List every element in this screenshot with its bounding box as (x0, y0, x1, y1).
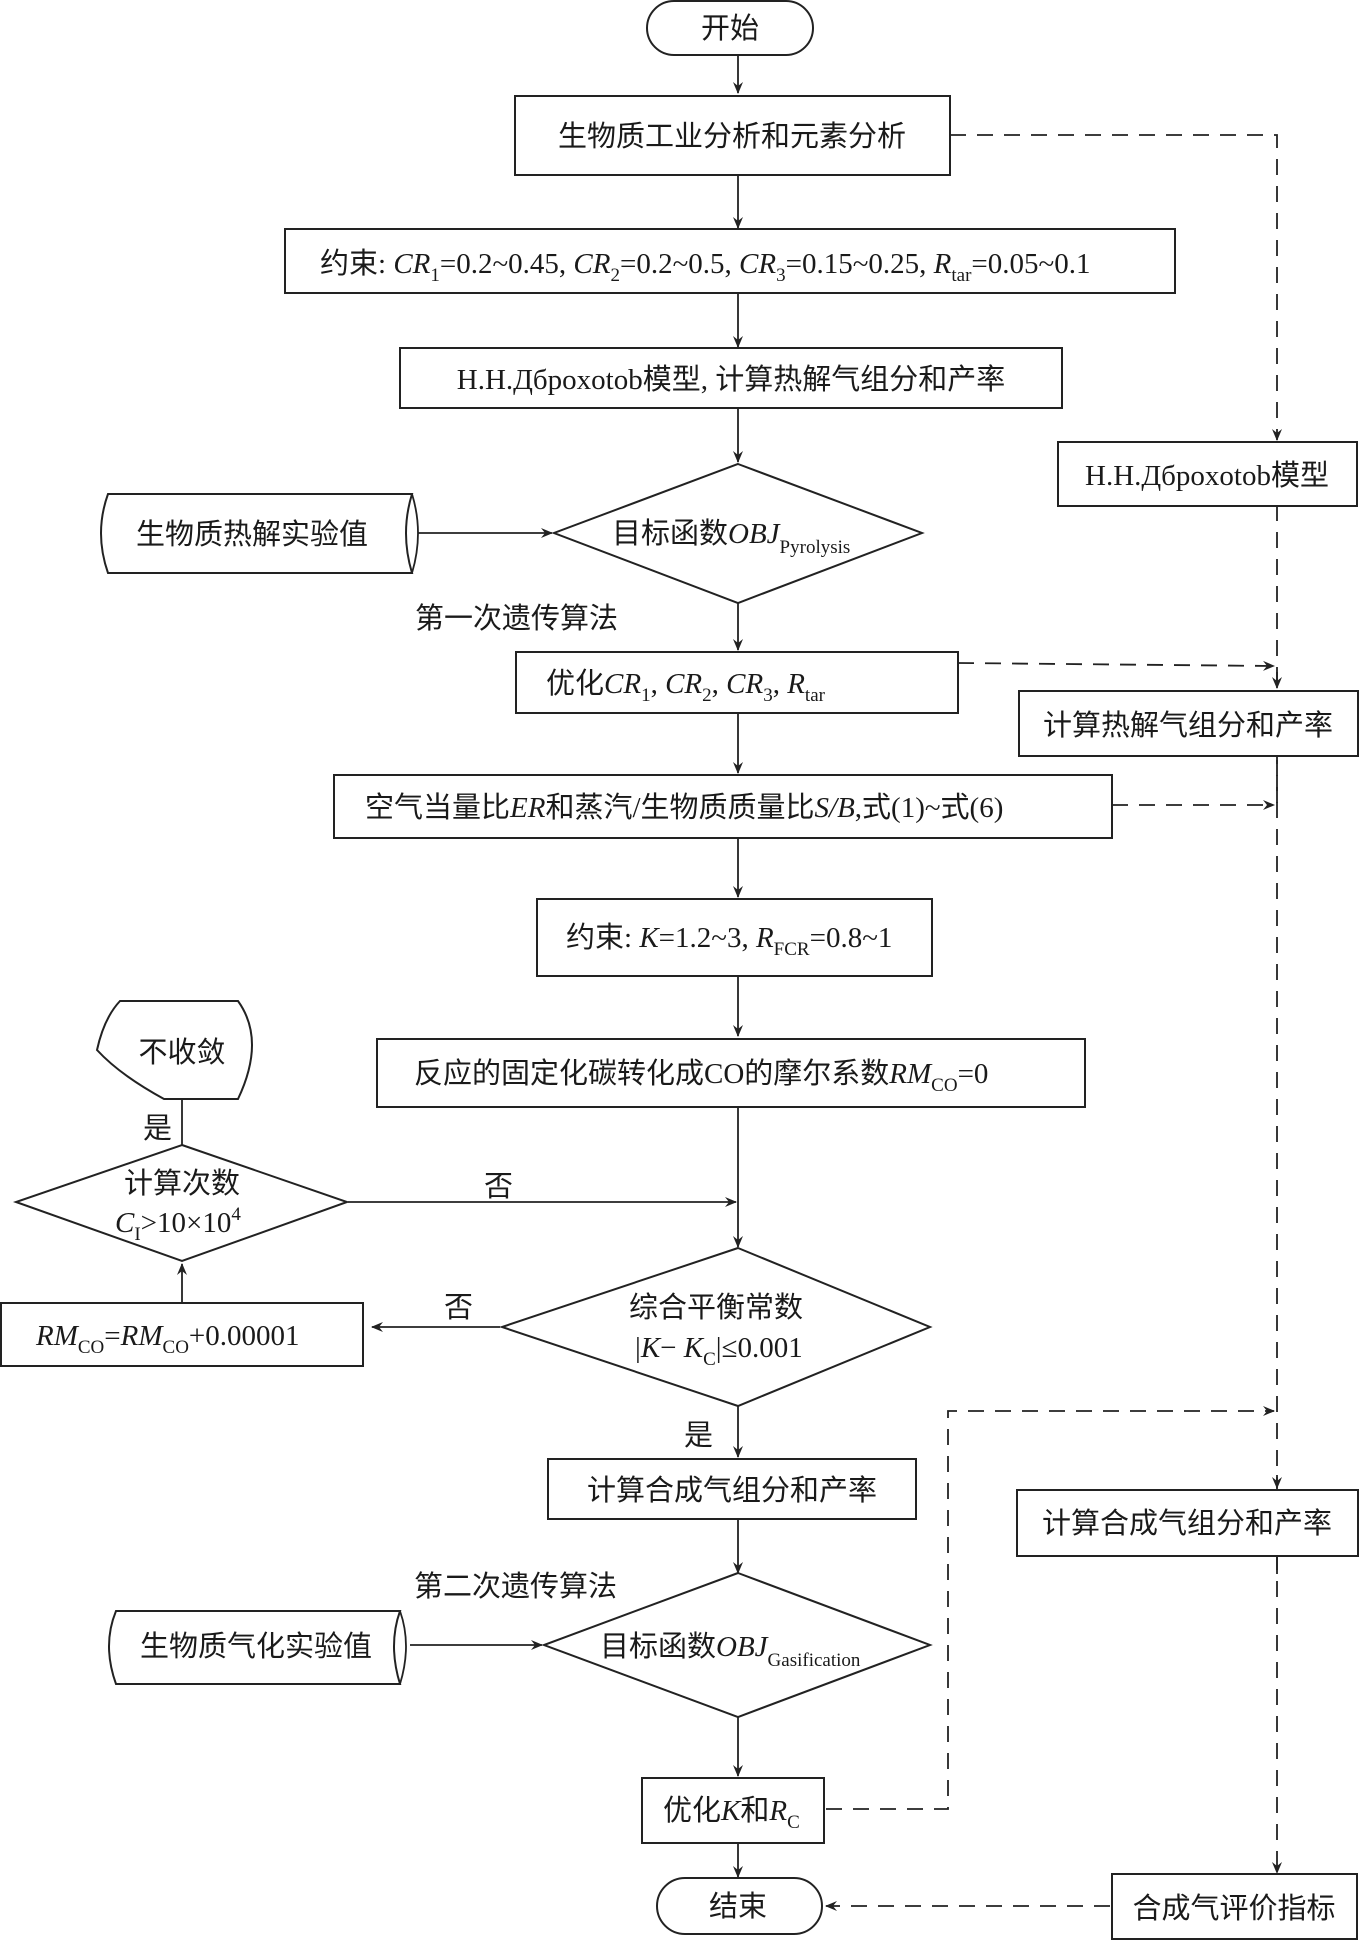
start-terminal: 开始 (646, 0, 814, 56)
right-syngas-calc-label: 计算合成气组分和产率 (1042, 1507, 1332, 1540)
analysis-label: 生物质工业分析和元素分析 (558, 120, 906, 153)
optimize2-label: 优化K和RC (663, 1794, 800, 1833)
obj-pyrolysis-label: 目标函数OBJPyrolysis (612, 517, 850, 558)
rmco-init-label: 反应的固定化碳转化成CO的摩尔系数RMCO=0 (414, 1057, 988, 1096)
end-terminal: 结束 (656, 1877, 823, 1935)
no-label-left: 否 (444, 1292, 473, 1324)
model-calc-label: H.H.Дбpoxotob模型, 计算热解气组分和产率 (457, 363, 1005, 396)
optimize2-box: 优化K和RC (641, 1777, 825, 1844)
obj-pyrolysis-decision: 目标函数OBJPyrolysis (551, 462, 925, 605)
optimize1-label: 优化CR1, CR2, CR3, Rtar (546, 667, 826, 706)
er-sb-label: 空气当量比ER和蒸汽/生物质质量比S/B,式(1)~式(6) (365, 791, 1003, 824)
rmco-init-box: 反应的固定化碳转化成CO的摩尔系数RMCO=0 (376, 1038, 1086, 1108)
right-model-label: H.H.Дбpoxotob模型 (1085, 459, 1329, 492)
dash-optimize1-right (957, 660, 1275, 671)
yes-label-up: 是 (143, 1113, 172, 1145)
iter-check-line1: 计算次数 (124, 1167, 240, 1200)
obj-gasification-label: 目标函数OBJGasification (600, 1630, 861, 1671)
right-pyro-calc-box: 计算热解气组分和产率 (1018, 690, 1359, 757)
dash-optimize2-right (826, 1406, 1275, 1810)
right-syngas-calc-box: 计算合成气组分和产率 (1016, 1489, 1359, 1557)
right-eval-label: 合成气评价指标 (1132, 1892, 1335, 1925)
not-converged-terminal: 不收敛 (95, 1000, 253, 1100)
pyrolysis-exp-data: 生物质热解实验值 (100, 493, 419, 574)
gasification-exp-data: 生物质气化实验值 (108, 1610, 407, 1685)
constraint2-box: 约束: K=1.2~3, RFCR=0.8~1 (536, 898, 933, 977)
balance-check-line2: |K− KC|≤0.001 (635, 1332, 803, 1370)
balance-check-line1: 综合平衡常数 (629, 1291, 803, 1324)
ga2-label: 第二次遗传算法 (414, 1570, 617, 1603)
end-label: 结束 (709, 1890, 767, 1923)
iter-check-decision: 计算次数 CI>10×104 (12, 1143, 351, 1263)
iter-check-line2: CI>10×104 (115, 1204, 241, 1245)
syngas-calc-box: 计算合成气组分和产率 (547, 1458, 917, 1520)
ga1-label: 第一次遗传算法 (415, 602, 618, 635)
constraint1-text: 约束: CR1=0.2~0.45, CR2=0.2~0.5, CR3=0.15~… (320, 247, 1090, 286)
optimize1-box: 优化CR1, CR2, CR3, Rtar (515, 651, 959, 714)
pyrolysis-exp-label: 生物质热解实验值 (136, 518, 368, 551)
constraint2-label: 约束: K=1.2~3, RFCR=0.8~1 (566, 921, 892, 960)
obj-gasification-decision: 目标函数OBJGasification (541, 1571, 933, 1719)
er-sb-box: 空气当量比ER和蒸汽/生物质质量比S/B,式(1)~式(6) (333, 774, 1113, 839)
right-pyro-calc-label: 计算热解气组分和产率 (1043, 709, 1333, 742)
rmco-inc-label: RMCO=RMCO+0.00001 (35, 1320, 300, 1358)
start-label: 开始 (701, 12, 759, 45)
syngas-calc-label: 计算合成气组分和产率 (587, 1474, 877, 1507)
yes-label-down: 是 (684, 1420, 713, 1452)
no-label-right: 否 (484, 1171, 513, 1203)
gasification-exp-label: 生物质气化实验值 (140, 1630, 372, 1663)
analysis-box: 生物质工业分析和元素分析 (514, 95, 951, 176)
rmco-inc-box: RMCO=RMCO+0.00001 (0, 1302, 364, 1367)
right-model-box: H.H.Дбpoxotob模型 (1057, 441, 1358, 507)
model-calc-box: H.H.Дбpoxotob模型, 计算热解气组分和产率 (399, 347, 1063, 409)
dash-analysis-rightmodel (950, 134, 1282, 441)
balance-check-decision: 综合平衡常数 |K− KC|≤0.001 (498, 1246, 933, 1408)
constraint1-box: 约束: CR1=0.2~0.45, CR2=0.2~0.5, CR3=0.15~… (284, 228, 1176, 294)
not-converged-label: 不收敛 (138, 1036, 225, 1069)
right-eval-box: 合成气评价指标 (1111, 1873, 1358, 1940)
dashed-connectors (825, 134, 1282, 1911)
